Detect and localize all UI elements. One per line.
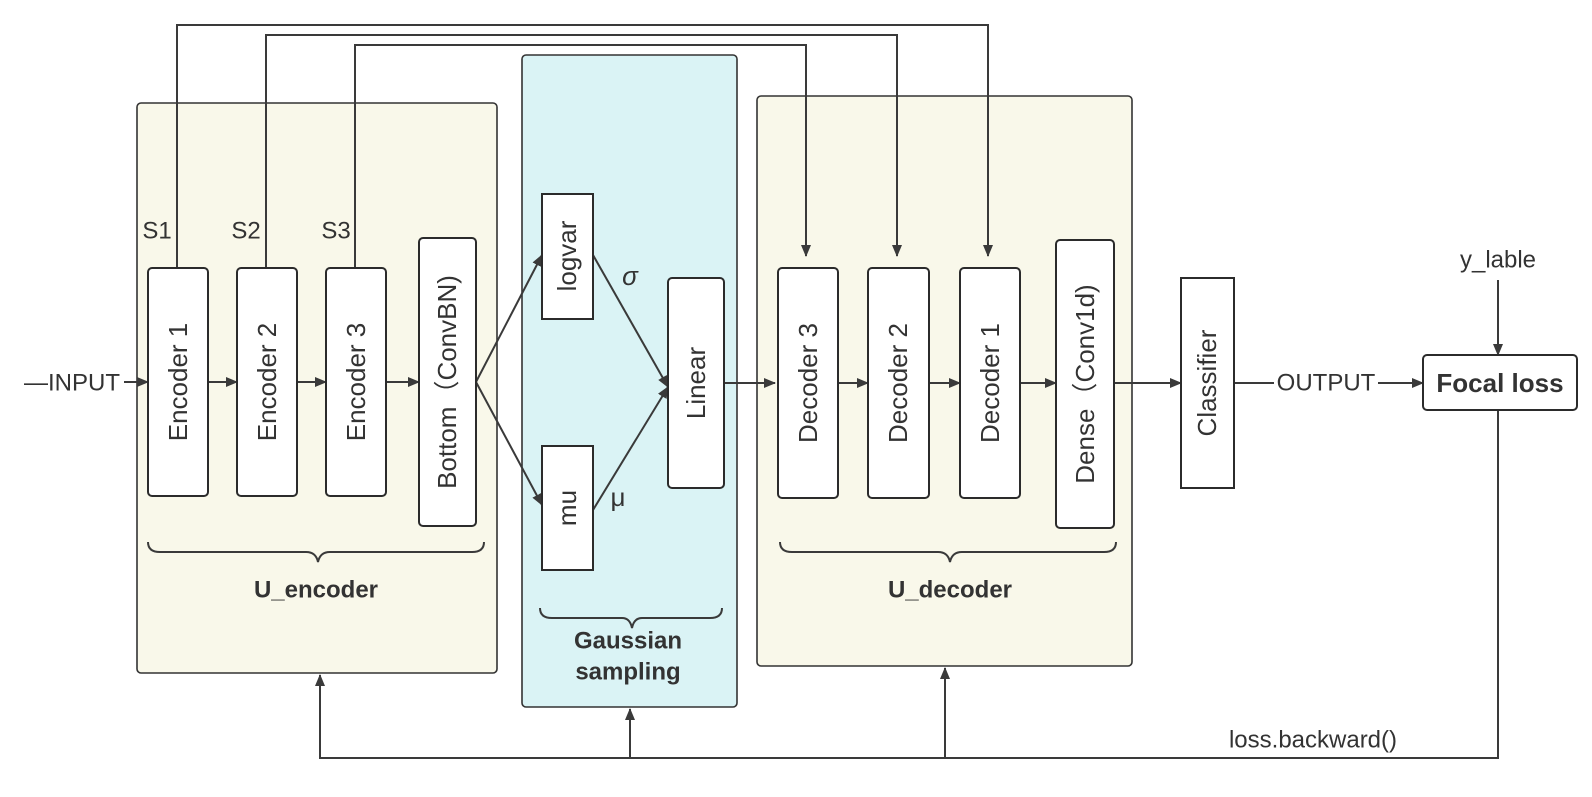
sampling-brace (539, 607, 723, 629)
s3-label: S3 (321, 218, 350, 245)
skip-connection-s3 (354, 44, 811, 268)
linear-label: Linear (681, 347, 711, 420)
y-label-text: y_lable (1460, 247, 1536, 274)
encoder-3-block (325, 267, 387, 497)
encoder-3-label: Encoder 3 (341, 323, 371, 442)
encoder-2-label: Encoder 2 (252, 323, 282, 442)
encoder-brace (147, 541, 485, 563)
bottom-block (418, 237, 477, 527)
u-decoder-group (756, 95, 1133, 667)
u-encoder-group (136, 102, 498, 674)
encoder-2-block (236, 267, 298, 497)
input-label: —INPUT (24, 370, 120, 397)
dense-label: Dense（Conv1d) (1070, 284, 1100, 483)
skip-connection-s1 (176, 24, 993, 268)
logvar-block (541, 193, 594, 320)
focal-loss-block (1422, 354, 1578, 411)
decoder-2-label: Decoder 2 (883, 323, 913, 443)
decoder-2-block (867, 267, 930, 499)
backward-label: loss.backward() (1229, 727, 1397, 754)
arrow-mu-linear (592, 386, 669, 511)
arrow-bottom-logvar (475, 254, 543, 383)
decoder-1-label: Decoder 1 (975, 323, 1005, 443)
classifier-label: Classifier (1192, 329, 1222, 436)
s1-label: S1 (142, 218, 171, 245)
skip-connection-s2 (265, 34, 902, 268)
linear-block (667, 277, 725, 489)
u-encoder-label: U_encoder (254, 577, 378, 604)
mu-block (541, 445, 594, 571)
s2-label: S2 (231, 218, 260, 245)
sigma-symbol: σ (622, 261, 639, 291)
gaussian-sampling-label-line1: Gaussian (574, 628, 682, 655)
decoder-3-label: Decoder 3 (793, 323, 823, 443)
classifier-block (1180, 277, 1235, 489)
encoder-1-label: Encoder 1 (163, 323, 193, 442)
output-label: OUTPUT (1277, 370, 1376, 397)
decoder-3-block (777, 267, 839, 499)
decoder-1-block (959, 267, 1021, 499)
mu-symbol: μ (611, 482, 626, 512)
arrow-bottom-mu (475, 381, 543, 506)
mu-label: mu (552, 490, 582, 526)
dense-block (1055, 239, 1115, 529)
focal-loss-label: Focal loss (1436, 368, 1563, 398)
u-decoder-label: U_decoder (888, 577, 1012, 604)
bottom-label: Bottom（ConvBN) (432, 275, 462, 489)
logvar-label: logvar (552, 220, 582, 291)
gaussian-sampling-label-line2: sampling (575, 659, 680, 686)
decoder-brace (779, 541, 1117, 563)
arrow-logvar-linear (592, 254, 669, 388)
encoder-1-block (147, 267, 209, 497)
